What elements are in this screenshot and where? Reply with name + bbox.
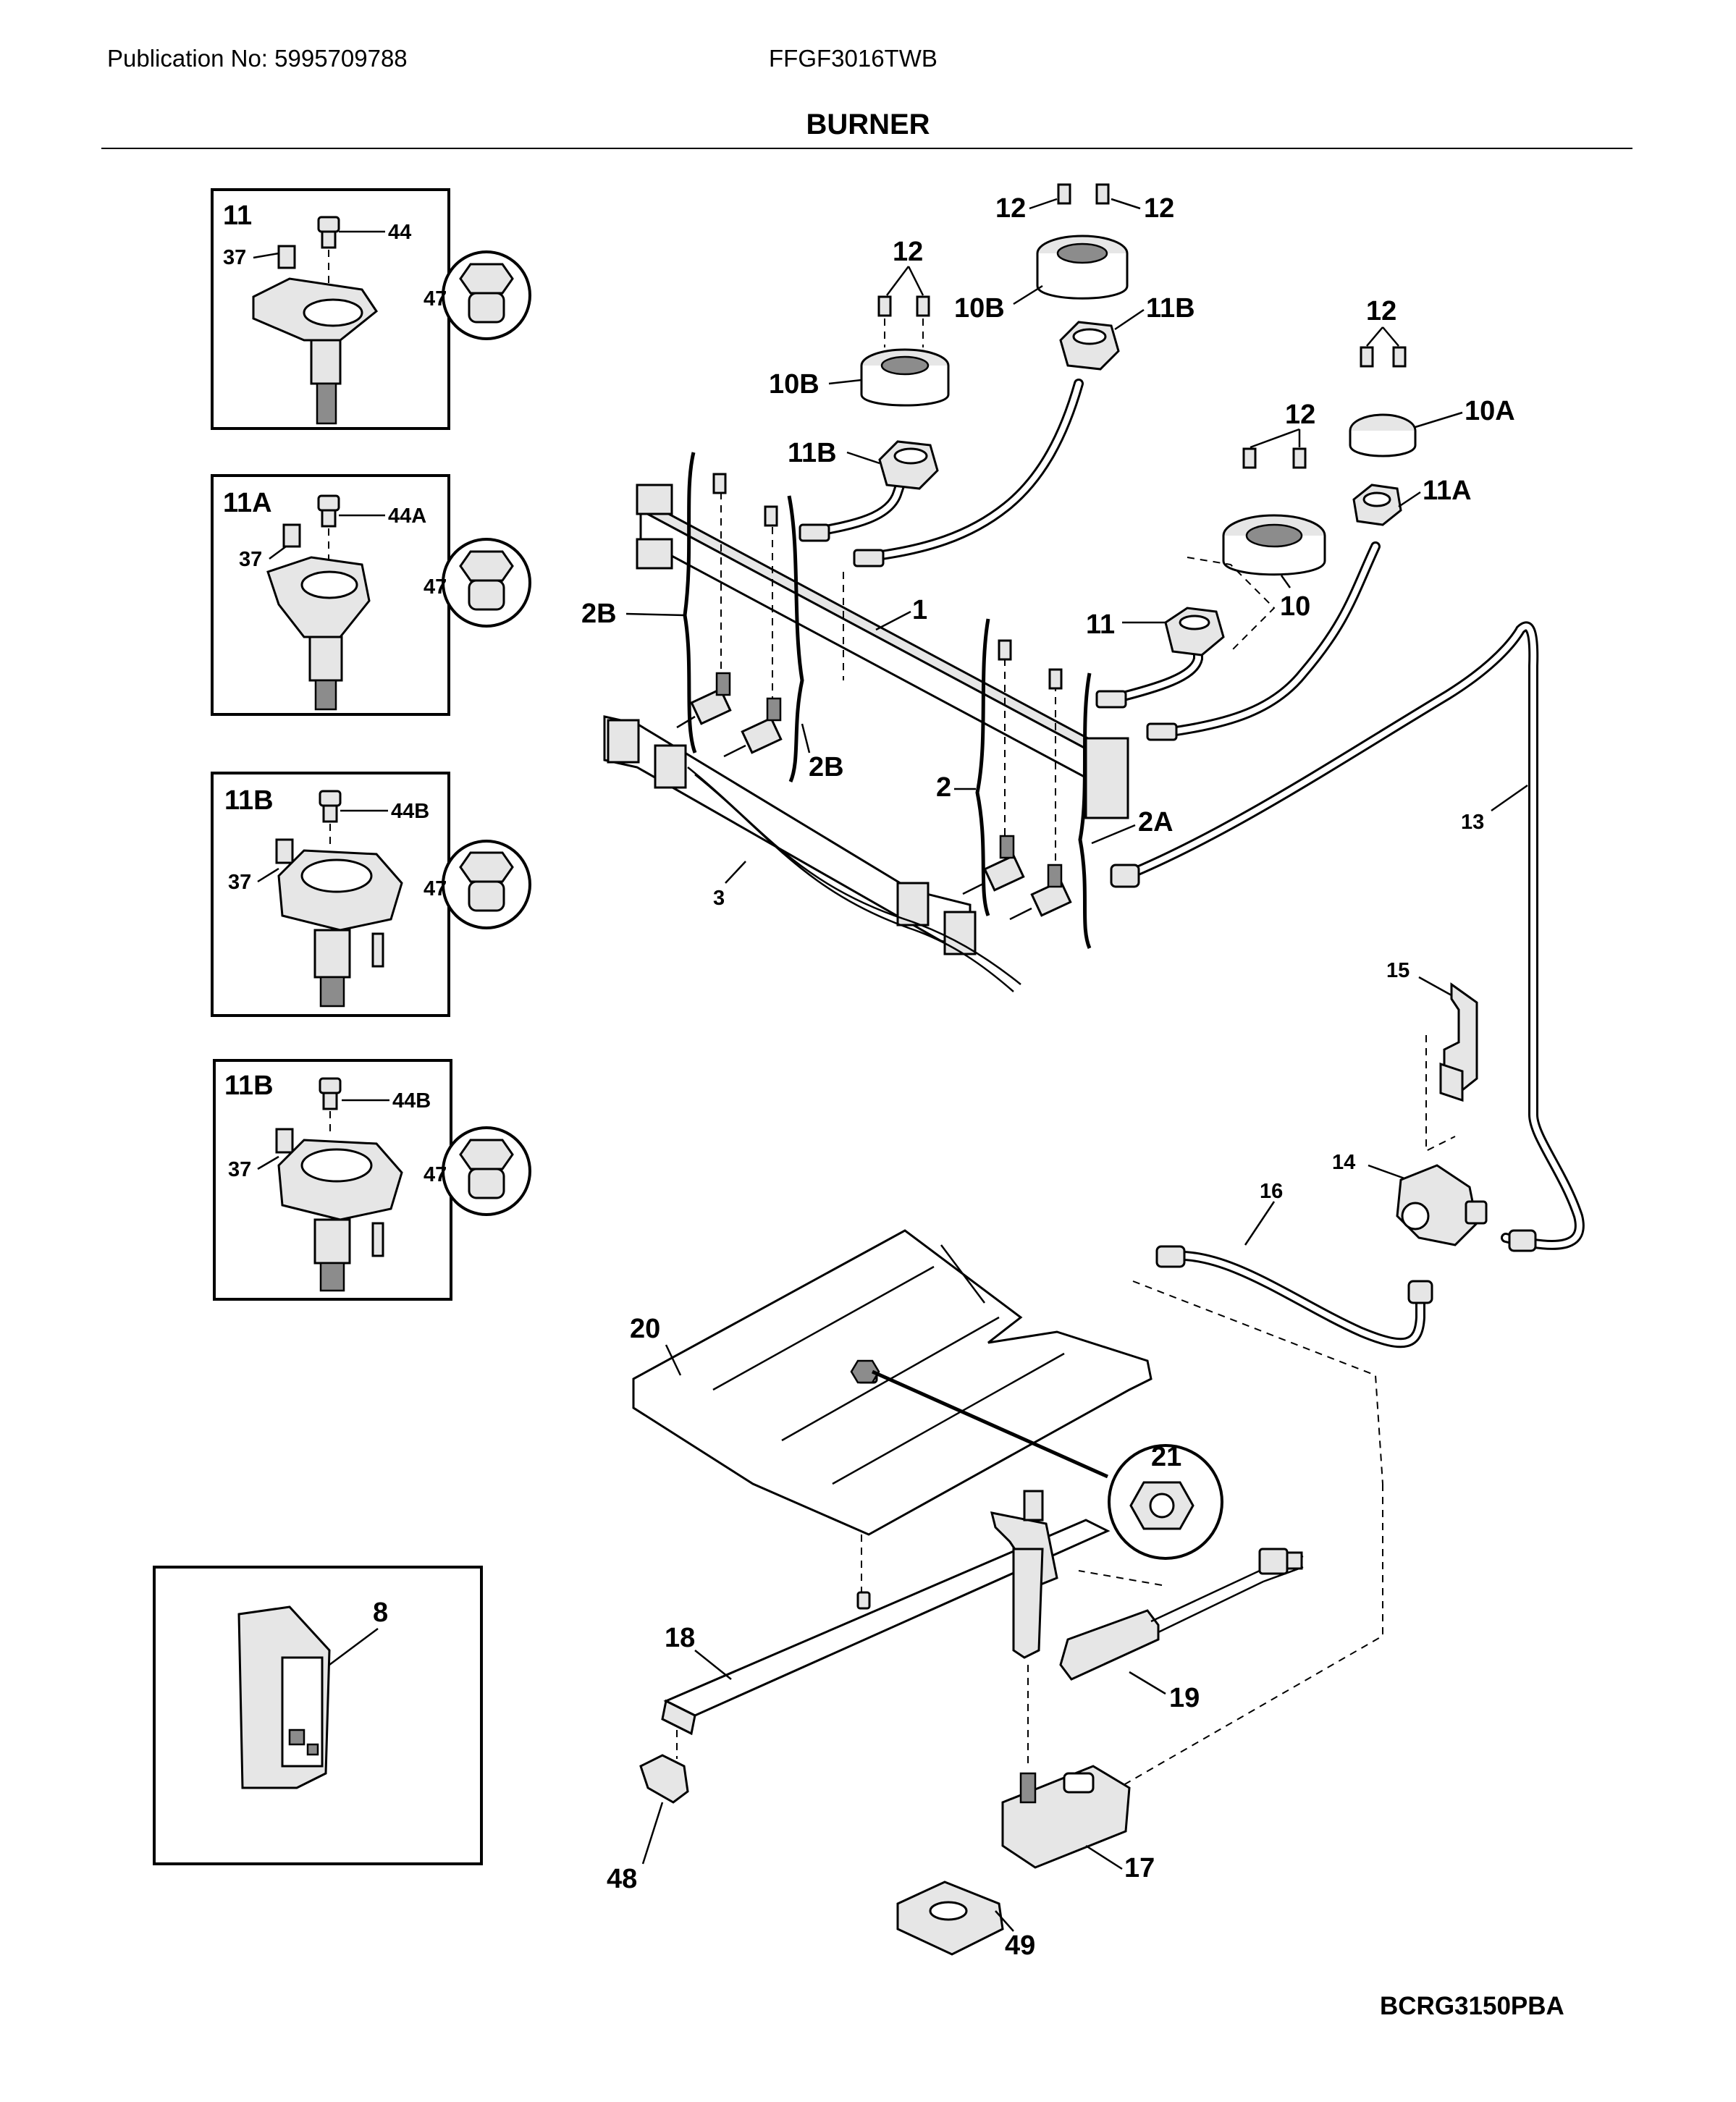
callout-10A: 10A <box>1465 396 1515 426</box>
callout-10B-left: 10B <box>769 369 819 400</box>
burner-base-11A <box>1352 484 1402 526</box>
callout-label: 47 <box>424 1163 447 1186</box>
callout-label: 44A <box>388 505 426 528</box>
orifice-44B <box>319 1077 342 1094</box>
callout-2: 2 <box>936 772 951 803</box>
inset-valve-11A: 11A 44A 37 47 <box>211 474 531 716</box>
burner-head-10B-top <box>1036 235 1129 300</box>
bracket-48 <box>639 1754 689 1804</box>
callout-19: 19 <box>1169 1683 1200 1713</box>
valve-stems <box>676 672 1072 921</box>
callout-2B-left: 2B <box>581 599 617 629</box>
callout-label: 47 <box>424 877 447 900</box>
callout-label: 47 <box>424 575 447 599</box>
publication-number: Publication No: 5995709788 <box>107 45 408 72</box>
callout-label: 44B <box>391 800 429 823</box>
page-title: BURNER <box>806 109 930 140</box>
bracket-2A <box>1078 672 1092 949</box>
callout-label: 37 <box>228 1158 251 1181</box>
callout-label: 8 <box>373 1597 388 1628</box>
callout-17: 17 <box>1124 1853 1155 1883</box>
header-divider <box>101 148 1632 149</box>
inset-title: 11 <box>223 201 252 231</box>
bracket-15 <box>1439 982 1478 1102</box>
callout-12: 12 <box>1144 193 1174 224</box>
burner-head-10 <box>1222 514 1326 576</box>
callout-3: 3 <box>713 887 725 910</box>
callout-label: 44B <box>392 1089 431 1113</box>
callout-label: 37 <box>223 246 246 269</box>
callout-18: 18 <box>665 1623 695 1653</box>
callout-21: 21 <box>1151 1442 1181 1472</box>
callout-16: 16 <box>1260 1180 1283 1203</box>
callout-14: 14 <box>1332 1151 1355 1174</box>
diagram-code: BCRG3150PBA <box>1380 1992 1564 2020</box>
screw-37 <box>275 1128 294 1154</box>
callout-13: 13 <box>1461 811 1484 834</box>
callout-2B-right: 2B <box>809 752 844 782</box>
callout-11: 11 <box>1086 609 1115 640</box>
inset-valve-11B-upper: 11B 44B 37 47 <box>211 772 531 1017</box>
callout-12: 12 <box>893 237 923 267</box>
callout-label: 37 <box>228 871 251 894</box>
inset-title: 11A <box>223 488 272 518</box>
pressure-regulator-14 <box>1396 1164 1488 1246</box>
orifice-44B <box>319 790 342 807</box>
callout-1: 1 <box>912 595 927 625</box>
igniter-19 <box>1059 1609 1160 1681</box>
screw-37 <box>282 523 301 548</box>
bracket-2 <box>975 618 990 916</box>
callout-2A: 2A <box>1138 807 1174 837</box>
callout-49: 49 <box>1005 1930 1035 1961</box>
callout-11A: 11A <box>1423 476 1472 506</box>
callout-20: 20 <box>630 1314 660 1344</box>
model-number: FFGF3016TWB <box>769 45 937 72</box>
callout-label: 37 <box>239 548 262 571</box>
inset-valve-11: 11 44 37 47 <box>211 188 531 430</box>
inset-part-8: 8 <box>153 1566 483 1865</box>
callout-label: 47 <box>424 287 447 311</box>
callout-11B-top: 11B <box>1146 293 1195 324</box>
orifice-44 <box>317 216 340 233</box>
burner-base-11B-left <box>878 440 939 490</box>
burner-base-11 <box>1164 607 1225 657</box>
callout-12: 12 <box>995 193 1026 224</box>
callout-10B-top: 10B <box>954 293 1005 324</box>
callout-12: 12 <box>1285 400 1315 430</box>
callout-11B-left: 11B <box>788 438 837 468</box>
burner-base-11B-top <box>1059 321 1120 371</box>
callout-15: 15 <box>1386 959 1410 982</box>
manifold-assembly <box>603 473 1129 992</box>
callout-48: 48 <box>607 1864 637 1894</box>
orifice-44A <box>317 494 340 512</box>
burner-head-10A <box>1349 413 1417 457</box>
inset-title: 11B <box>224 785 274 816</box>
callout-labels: 12 12 12 10B 11B 10B 11B 12 10A 12 11A 1… <box>581 193 1528 1961</box>
callout-label: 44 <box>388 221 411 244</box>
screw-37 <box>277 245 296 269</box>
burner-head-10B-left <box>860 348 950 407</box>
zoom-circle-nut-21 <box>1108 1444 1223 1560</box>
bracket-2B-left <box>683 452 697 754</box>
screw-37 <box>275 838 294 864</box>
callout-12: 12 <box>1366 296 1396 326</box>
callout-10: 10 <box>1280 591 1310 622</box>
burner-gas-tubes <box>799 379 1381 741</box>
inset-title: 11B <box>224 1071 274 1101</box>
bracket-2B-right <box>787 495 804 782</box>
inset-valve-11B-lower: 11B 44B 37 47 <box>213 1059 531 1301</box>
